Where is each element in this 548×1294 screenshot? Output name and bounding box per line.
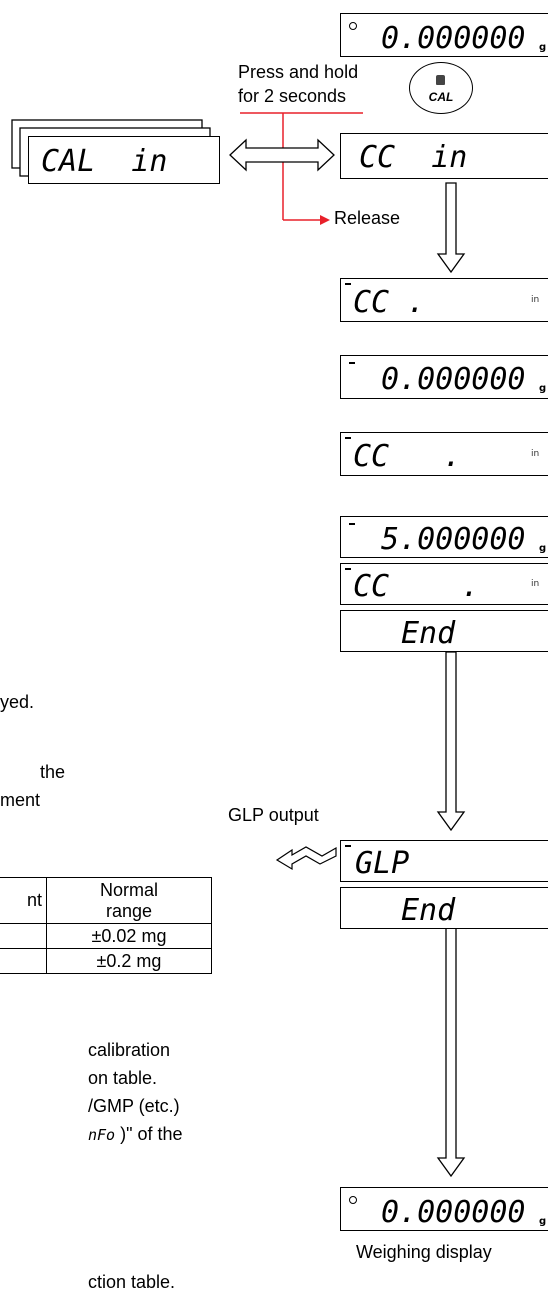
- cal-in-text: CAL in: [41, 144, 168, 179]
- cc-dot-2-unit: in: [531, 449, 540, 459]
- text-fragment-7: nFo )" of the: [88, 1124, 183, 1146]
- five-weight-unit: g: [539, 543, 547, 554]
- display-cc-dot-3: CC . in: [340, 563, 548, 605]
- stability-mark-icon: [345, 568, 351, 570]
- glp-output-label: GLP output: [228, 805, 319, 825]
- table-header-left: nt: [0, 876, 47, 925]
- table-header-right-2: range: [105, 900, 153, 921]
- weight-icon: [436, 75, 445, 85]
- cal-key-label: CAL: [428, 90, 454, 104]
- press-hold-line2: for 2 seconds: [238, 86, 347, 106]
- weight-value: 0.000000: [381, 21, 526, 56]
- text-fragment-1: yed.: [0, 692, 35, 712]
- text-fragment-3: ment: [0, 790, 41, 810]
- table-header-row: nt Normal range: [0, 876, 212, 925]
- display-end-1: End: [340, 610, 548, 652]
- display-cc-dot: CC . in: [340, 278, 548, 322]
- text-fragment-6: /GMP (etc.): [88, 1096, 180, 1116]
- display-zero-weight: 0.000000 g: [340, 355, 548, 399]
- display-top-weight: 0.000000 g: [340, 13, 548, 57]
- weighing-display-caption: Weighing display: [356, 1242, 492, 1262]
- stability-mark-icon: [345, 437, 351, 439]
- table-header-right: Normal range: [46, 876, 212, 925]
- text-fragment-4: calibration: [88, 1040, 171, 1060]
- cc-dot-text: CC .: [353, 285, 426, 320]
- bottom-weight-value: 0.000000: [381, 1195, 526, 1230]
- zero-weight-value: 0.000000: [381, 362, 526, 397]
- cc-in-text: CC in: [359, 140, 468, 175]
- cc-dot-3-unit: in: [531, 579, 540, 589]
- text-fragment-2: the: [40, 762, 66, 782]
- table-header-right-1: Normal: [99, 880, 158, 900]
- text-fragment-7-seg: nFo: [88, 1126, 116, 1144]
- table-cell-left: [0, 948, 47, 975]
- press-hold-line1: Press and hold: [238, 62, 359, 82]
- release-label: Release: [334, 208, 401, 228]
- table-row: ±0.2 mg: [0, 948, 212, 975]
- stable-indicator-icon: [349, 1196, 357, 1204]
- cal-key-button[interactable]: CAL: [409, 62, 473, 114]
- zero-weight-unit: g: [539, 383, 547, 394]
- stability-mark-icon: [349, 523, 355, 525]
- display-glp: GLP: [340, 840, 548, 882]
- text-fragment-5: on table.: [88, 1068, 158, 1088]
- bottom-weight-unit: g: [539, 1216, 547, 1227]
- normal-range-table: nt Normal range ±0.02 mg ±0.2 mg: [0, 876, 212, 975]
- display-cal-in: CAL in: [28, 136, 220, 184]
- display-cc-in: CC in: [340, 133, 548, 179]
- end-1-text: End: [401, 616, 456, 651]
- table-cell-row1: ±0.02 mg: [46, 923, 212, 950]
- stability-mark-icon: [349, 362, 355, 364]
- stability-mark-icon: [345, 283, 351, 285]
- text-fragment-8: ction table.: [88, 1272, 176, 1292]
- display-cc-dot-2: CC . in: [340, 432, 548, 476]
- display-end-2: End: [340, 887, 548, 929]
- table-cell-row2: ±0.2 mg: [46, 948, 212, 975]
- stable-indicator-icon: [349, 22, 357, 30]
- glp-text: GLP: [355, 846, 410, 881]
- table-cell-left: [0, 923, 47, 950]
- cc-dot-unit: in: [531, 295, 540, 305]
- text-fragment-7-rest: )" of the: [115, 1124, 183, 1144]
- unit-label: g: [539, 42, 547, 53]
- table-row: ±0.02 mg: [0, 923, 212, 950]
- cc-dot-2-text: CC .: [353, 439, 462, 474]
- cc-dot-3-text: CC .: [353, 569, 480, 604]
- end-2-text: End: [401, 893, 456, 928]
- display-bottom-weight: 0.000000 g: [340, 1187, 548, 1231]
- five-weight-value: 5.000000: [381, 522, 526, 557]
- display-five-weight: 5.000000 g: [340, 516, 548, 558]
- stability-mark-icon: [345, 845, 351, 847]
